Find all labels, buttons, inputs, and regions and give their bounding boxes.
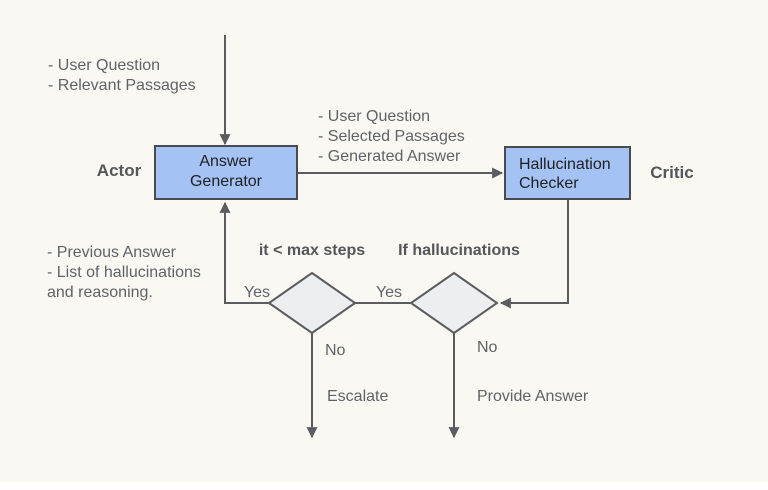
hallucinations-yes-label: Yes bbox=[376, 284, 402, 301]
bottom-strip bbox=[0, 482, 768, 490]
escalate-outcome-label: Escalate bbox=[327, 388, 388, 405]
handoff-annotation-line2: - Selected Passages bbox=[318, 128, 465, 145]
max-steps-no-label: No bbox=[325, 342, 346, 359]
feedback-annotation-line2: - List of hallucinations bbox=[47, 264, 201, 281]
arrow-checker-to-hallucination-decision bbox=[499, 199, 569, 309]
critic-role-label: Critic bbox=[650, 163, 693, 182]
answer-generator-label-line1: Answer bbox=[199, 153, 253, 170]
hallucination-checker-label-line2: Checker bbox=[519, 175, 579, 192]
top-input-annotation-line2: - Relevant Passages bbox=[48, 77, 196, 94]
hallucinations-decision-diamond bbox=[409, 271, 499, 335]
max-steps-yes-label: Yes bbox=[244, 284, 270, 301]
provide-answer-outcome-label: Provide Answer bbox=[477, 388, 589, 405]
hallucinations-no-label: No bbox=[477, 339, 498, 356]
hallucinations-condition-label: If hallucinations bbox=[398, 242, 520, 259]
max-steps-condition-label: it < max steps bbox=[259, 242, 365, 259]
max-steps-decision-diamond bbox=[267, 271, 357, 335]
actor-role-label: Actor bbox=[97, 161, 142, 180]
hallucination-checker-label-line1: Hallucination bbox=[519, 156, 611, 173]
feedback-annotation-line3: and reasoning. bbox=[47, 284, 153, 301]
feedback-annotation-line1: - Previous Answer bbox=[47, 244, 177, 261]
handoff-annotation-line3: - Generated Answer bbox=[318, 148, 461, 165]
top-input-annotation-line1: - User Question bbox=[48, 57, 160, 74]
hallucination-checker-box bbox=[504, 146, 631, 200]
handoff-annotation-line1: - User Question bbox=[318, 108, 430, 125]
answer-generator-label-line2: Generator bbox=[190, 173, 263, 190]
answer-generator-box bbox=[154, 145, 298, 200]
arrow-yes-back-to-generator bbox=[219, 201, 269, 304]
